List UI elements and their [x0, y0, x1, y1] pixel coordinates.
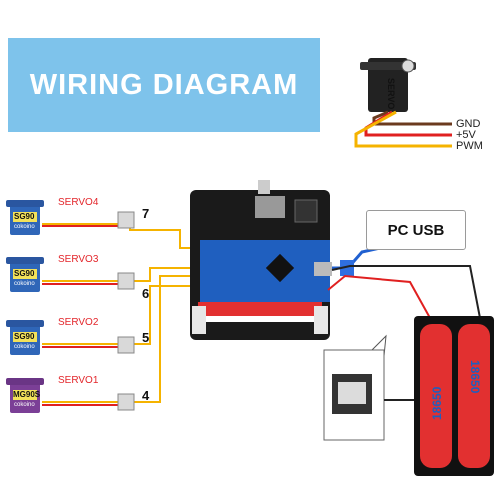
servo-4 [6, 200, 135, 235]
servo1-label: SERVO1 [58, 375, 99, 386]
servo4-model: SG90 [14, 212, 35, 221]
header-row-red [198, 302, 322, 316]
servo1-brand: cokoino [14, 402, 35, 408]
usb-plug [340, 260, 354, 276]
servo4-channel: 7 [142, 206, 150, 221]
battery-holder [414, 316, 494, 476]
servo4-brand: cokoino [14, 224, 35, 230]
mcu-chip [265, 253, 295, 283]
regulator [255, 196, 285, 218]
title-banner: WIRING DIAGRAM [8, 38, 320, 132]
servo-3 [6, 257, 135, 292]
header-row-white [198, 316, 322, 322]
capacitor [294, 199, 318, 223]
key-servo-horn [401, 59, 415, 73]
key-servo-body [368, 58, 408, 112]
key-label-pwm: PWM [456, 140, 483, 152]
battery-2-text: 18650 [468, 360, 482, 394]
key-wire-pwm [354, 110, 452, 148]
left-connector [192, 306, 206, 334]
servo-1 [6, 378, 135, 413]
callout-jack [338, 382, 366, 404]
servo4-label: SERVO4 [58, 197, 99, 208]
servo2-channel: 5 [142, 330, 150, 345]
battery-wire-red [327, 274, 431, 319]
key-servo-text: SERVO [386, 78, 396, 110]
key-label-gnd: GND [456, 118, 481, 130]
servo1-model: MG90S [13, 390, 41, 399]
servo3-label: SERVO3 [58, 254, 99, 265]
pc-usb-box: PC USB [366, 210, 466, 250]
key-label-5v: +5V [456, 129, 476, 141]
servo2-label: SERVO2 [58, 317, 99, 328]
nano-board [200, 240, 330, 302]
power-switch [258, 180, 270, 194]
servo2-brand: cokoino [14, 344, 35, 350]
diagram-title: WIRING DIAGRAM [29, 68, 299, 101]
servo1-channel: 4 [142, 388, 150, 403]
servo3-brand: cokoino [14, 281, 35, 287]
servo3-channel: 6 [142, 286, 150, 301]
servo-wire-key [354, 58, 452, 148]
right-connector [314, 306, 328, 334]
servo2-model: SG90 [14, 332, 35, 341]
servo-2 [6, 320, 135, 355]
servo3-model: SG90 [14, 269, 35, 278]
usb-port [314, 262, 332, 276]
battery-wire-black [331, 265, 481, 319]
controller-board [190, 180, 332, 340]
battery-1-text: 18650 [430, 386, 444, 420]
